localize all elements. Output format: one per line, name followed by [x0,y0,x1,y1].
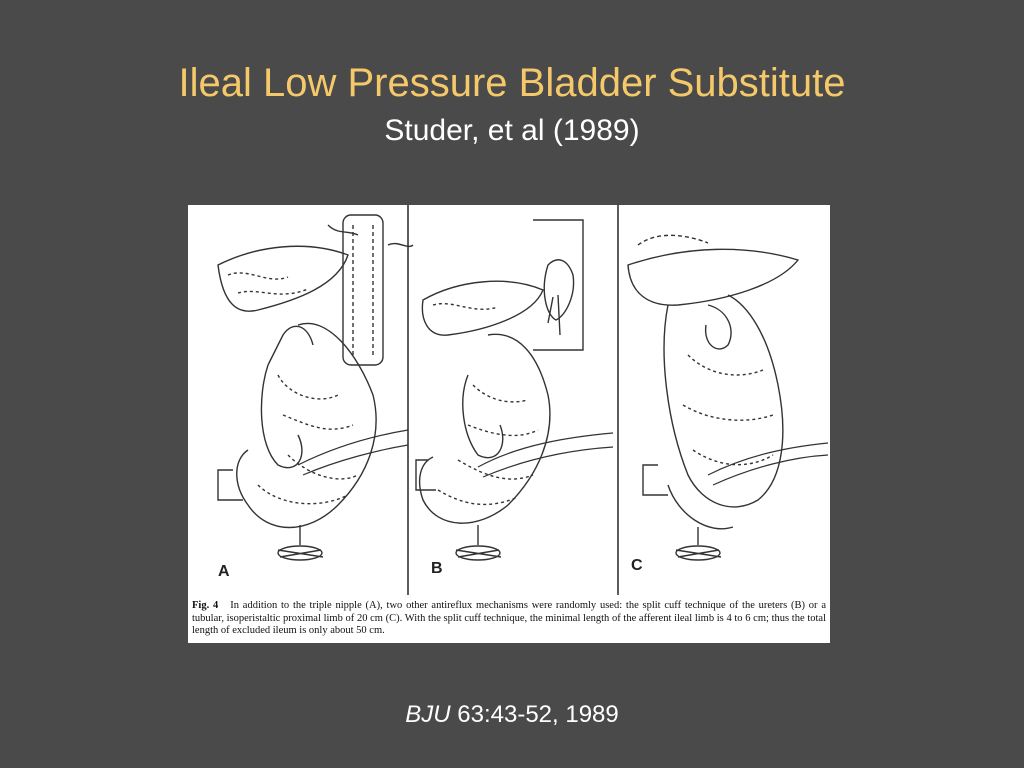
slide-subtitle: Studer, et al (1989) [384,114,640,147]
citation-details: 63:43-52, 1989 [450,701,619,728]
panel-label-a: A [218,563,230,580]
figure-caption-text: In addition to the triple nipple (A), tw… [192,600,826,636]
illustration-drawing [217,205,829,595]
citation-journal: BJU [405,701,451,728]
panel-label-b: B [431,560,443,577]
panel-a-drawing [217,214,414,561]
figure-number: Fig. 4 [192,600,219,611]
citation: BJU 63:43-52, 1989 [0,700,1024,730]
slide-title: Ileal Low Pressure Bladder Substitute [178,61,846,105]
panel-b-drawing [415,219,614,561]
panel-c-drawing [627,234,829,561]
panel-label-c: C [631,557,643,574]
